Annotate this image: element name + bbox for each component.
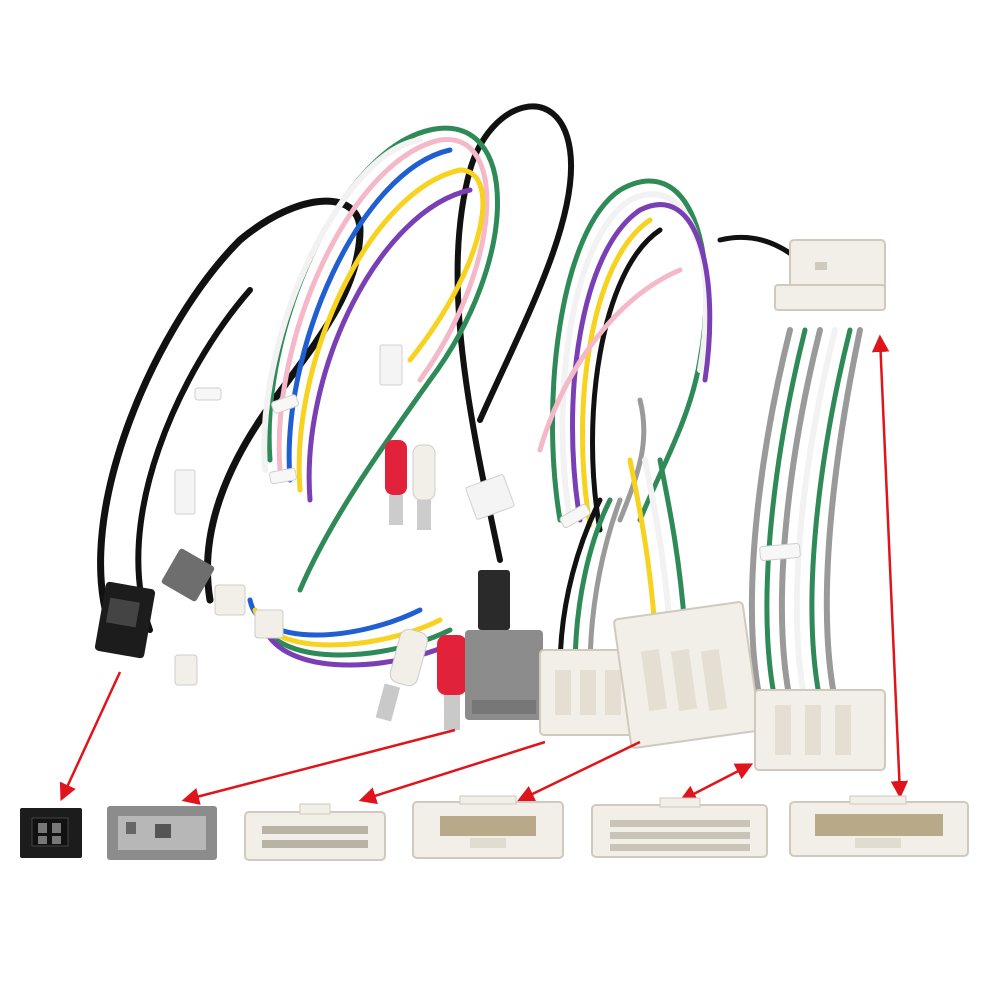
white-small-connectors (174, 584, 284, 686)
rca-plug-red-upper (385, 440, 407, 525)
white-connector-top (774, 239, 886, 311)
rca-plug-white-upper (412, 444, 436, 530)
arrows (59, 334, 909, 805)
arrow-5 (678, 763, 754, 802)
rca-plug-red-lower (437, 635, 467, 730)
grey-small-connector (161, 548, 215, 602)
wire-labels (174, 344, 515, 520)
cable-ties (194, 387, 801, 561)
connector-white-28pin (412, 795, 564, 859)
arrow-3 (358, 740, 546, 805)
arrow-6 (871, 334, 909, 799)
arrow-1 (59, 671, 122, 802)
black-usb-connector (94, 581, 156, 659)
arrow-4 (516, 740, 641, 802)
connector-white-24pin (244, 803, 386, 861)
white-connector-b (613, 601, 761, 749)
grey-antenna-connector (465, 570, 543, 720)
connector-grey-antenna (107, 806, 217, 860)
arrow-2 (181, 728, 456, 805)
connector-white-32pin (591, 797, 768, 858)
connector-white-40pin (789, 795, 969, 857)
rca-plug-white-lower (375, 628, 428, 722)
white-connector-c (754, 689, 886, 771)
white-connector-a (539, 649, 641, 736)
connector-black-4pin (20, 808, 82, 858)
